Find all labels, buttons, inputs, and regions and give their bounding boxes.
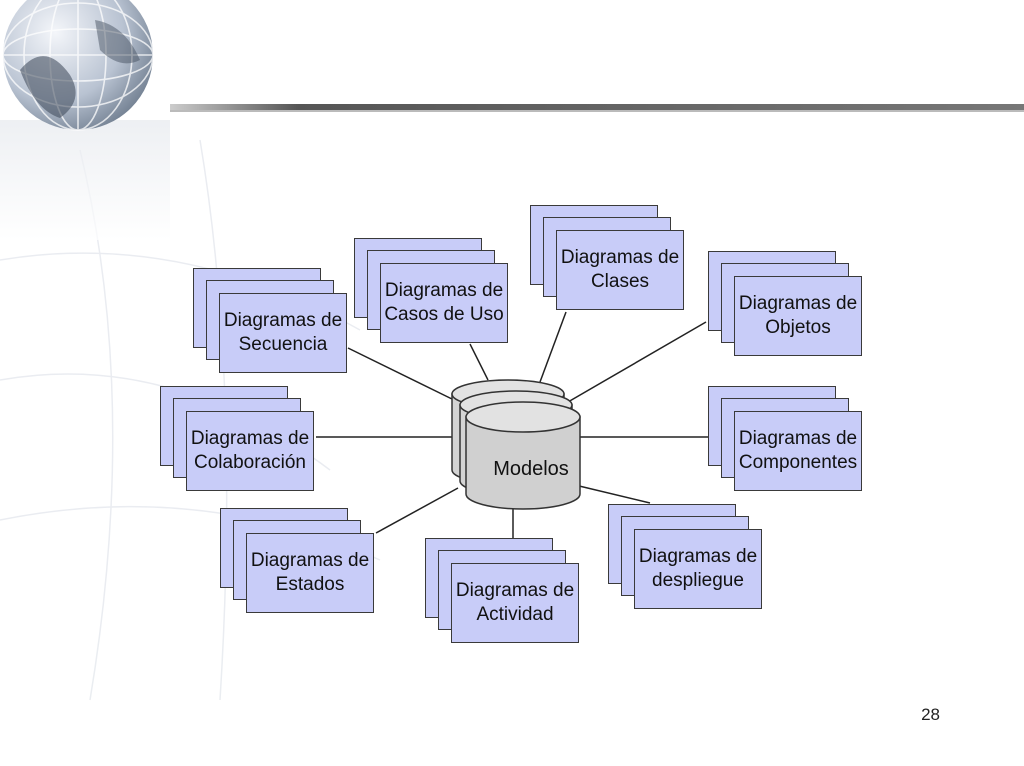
connector-objetos — [567, 321, 707, 403]
node-label-estados: Diagramas de Estados — [250, 550, 370, 595]
node-label-casos-de-uso: Diagramas de Casos de Uso — [384, 280, 504, 325]
node-label-clases: Diagramas de Clases — [560, 247, 680, 292]
connector-clases — [539, 311, 567, 383]
connector-estados — [375, 487, 459, 534]
connector-casos-de-uso — [469, 343, 489, 381]
node-label-objetos: Diagramas de Objetos — [738, 293, 858, 338]
cylinder-front — [465, 401, 581, 510]
node-label-componentes: Diagramas de Componentes — [738, 428, 858, 473]
node-clases: Diagramas de Clases — [530, 205, 684, 310]
node-despliegue: Diagramas de despliegue — [608, 504, 762, 609]
node-label-secuencia: Diagramas de Secuencia — [223, 310, 343, 355]
node-label-actividad: Diagramas de Actividad — [455, 580, 575, 625]
models-label: Modelos — [493, 458, 569, 480]
node-objetos: Diagramas de Objetos — [708, 251, 862, 356]
node-actividad: Diagramas de Actividad — [425, 538, 579, 643]
node-label-despliegue: Diagramas de despliegue — [638, 546, 758, 591]
page-number: 28 — [921, 705, 940, 724]
node-secuencia: Diagramas de Secuencia — [193, 268, 347, 373]
node-label-colaboracion: Diagramas de Colaboración — [190, 428, 310, 473]
node-componentes: Diagramas de Componentes — [708, 386, 862, 491]
connector-secuencia — [347, 347, 455, 401]
node-colaboracion: Diagramas de Colaboración — [160, 386, 314, 491]
node-estados: Diagramas de Estados — [220, 508, 374, 613]
node-casos-de-uso: Diagramas de Casos de Uso — [354, 238, 508, 343]
connector-despliegue — [574, 484, 651, 504]
